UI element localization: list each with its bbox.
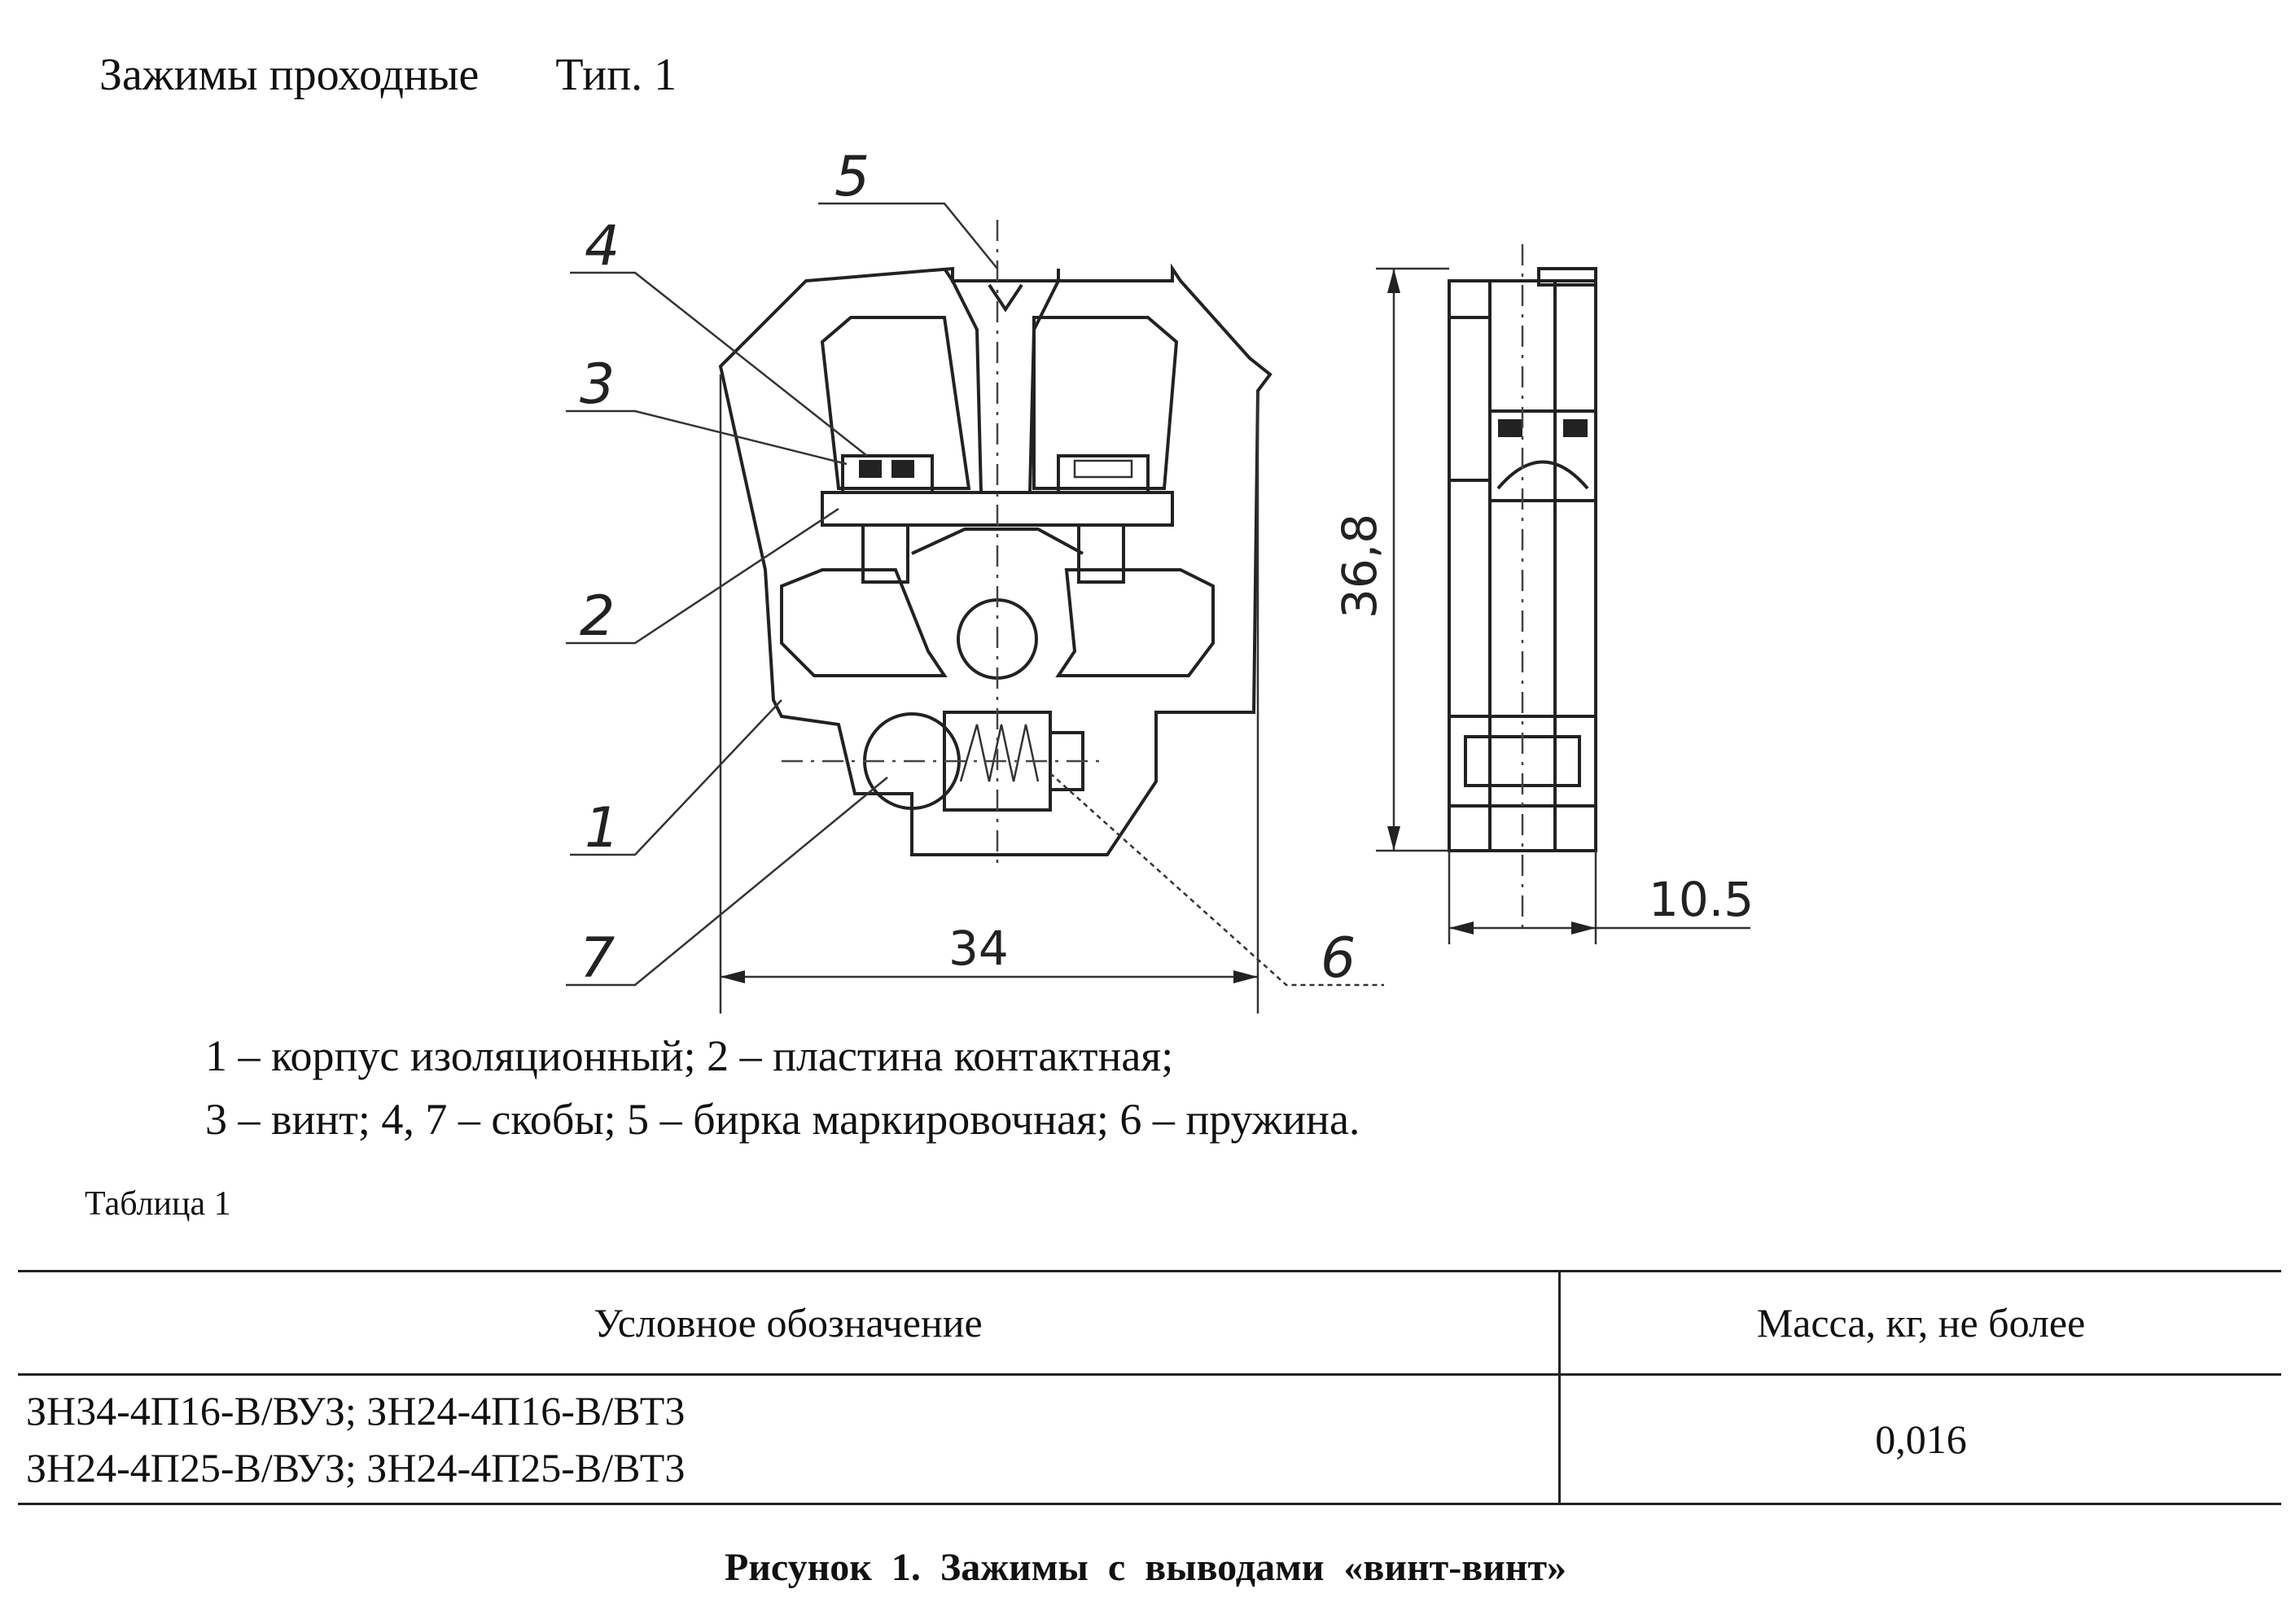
- table-header-row: Условное обозначение Масса, кг, не более: [18, 1270, 2281, 1376]
- callout-3: 3: [580, 352, 615, 417]
- dimension-width-label: 34: [948, 921, 1009, 976]
- dimension-depth-label: 10.5: [1649, 872, 1754, 927]
- callouts: 5 4 3 2 1 7 6: [580, 145, 1356, 991]
- header-type: Тип. 1: [555, 50, 677, 100]
- specification-table: Условное обозначение Масса, кг, не более…: [18, 1270, 2281, 1505]
- table-row: ЗН34-4П16-В/ВУЗ; ЗН24-4П16-В/ВТ3 ЗН24-4П…: [18, 1373, 2281, 1505]
- leader-lines: [566, 202, 1384, 987]
- header-designation: Условное обозначение: [18, 1270, 1561, 1376]
- front-view: [718, 220, 1273, 1013]
- side-view: [1376, 244, 1750, 944]
- callout-1: 1: [585, 796, 620, 860]
- drawing-legend: 1 – корпус изоляционный; 2 – пластина ко…: [205, 1024, 1360, 1151]
- callout-6: 6: [1321, 926, 1356, 991]
- legend-line-2: 3 – винт; 4, 7 – скобы; 5 – бирка маркир…: [205, 1095, 1360, 1144]
- header-mass: Масса, кг, не более: [1559, 1270, 2281, 1376]
- figure-caption: Рисунок 1. Зажимы с выводами «винт-винт»: [724, 1546, 1567, 1589]
- document-header: Зажимы проходные Тип. 1: [99, 49, 677, 101]
- header-title: Зажимы проходные: [99, 50, 480, 100]
- callout-4: 4: [585, 214, 620, 278]
- designation-line-2: ЗН24-4П25-В/ВУЗ; ЗН24-4П25-В/ВТ3: [26, 1445, 686, 1490]
- mass-cell: 0,016: [1559, 1373, 2281, 1505]
- table-label: Таблица 1: [85, 1185, 231, 1223]
- callout-5: 5: [834, 145, 870, 209]
- legend-line-1: 1 – корпус изоляционный; 2 – пластина ко…: [205, 1031, 1174, 1080]
- terminal-drawing: 5 4 3 2 1 7 6 34 36,8 10.5: [566, 145, 1754, 1013]
- dimension-height-label: 36,8: [1332, 514, 1387, 619]
- callout-2: 2: [580, 584, 615, 649]
- callout-7: 7: [580, 926, 615, 991]
- designation-cell: ЗН34-4П16-В/ВУЗ; ЗН24-4П16-В/ВТ3 ЗН24-4П…: [18, 1373, 1561, 1505]
- designation-line-1: ЗН34-4П16-В/ВУЗ; ЗН24-4П16-В/ВТ3: [26, 1388, 686, 1434]
